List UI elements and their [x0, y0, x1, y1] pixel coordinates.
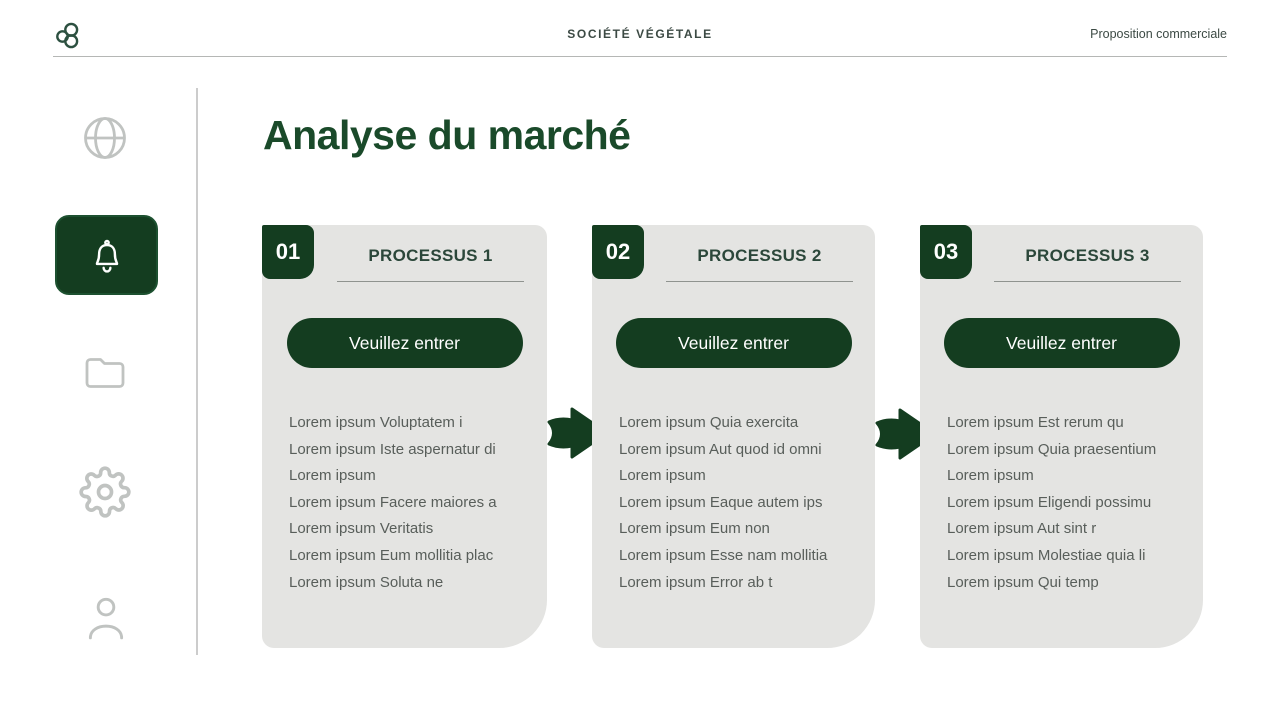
- list-item: Lorem ipsum Quia exercita: [619, 414, 799, 431]
- list-item: Lorem ipsum Eligendi possimu: [947, 493, 1152, 511]
- process-item-list: Lorem ipsum Voluptatem i Lorem ipsum Ist…: [289, 410, 547, 596]
- folder-icon: [81, 349, 129, 397]
- list-item: Lorem ipsum Veritatis: [289, 520, 434, 538]
- list-item: Lorem ipsum Voluptatem i: [289, 414, 463, 431]
- list-item: Lorem ipsum: [289, 467, 376, 485]
- list-item: Lorem ipsum Eum non: [619, 520, 770, 538]
- user-icon: [81, 592, 131, 642]
- list-item: Lorem ipsum Eum mollitia plac: [289, 546, 494, 564]
- process-number-badge: 02: [592, 225, 644, 279]
- document-type-label: Proposition commerciale: [1090, 27, 1227, 41]
- globe-icon: [81, 114, 129, 162]
- header: SOCIÉTÉ VÉGÉTALE Proposition commerciale: [53, 0, 1227, 57]
- list-item: Lorem ipsum: [619, 467, 706, 485]
- process-card-1: 01 PROCESSUS 1 Veuillez entrer Lorem ips…: [262, 225, 547, 648]
- enter-button[interactable]: Veuillez entrer: [615, 318, 852, 368]
- right-arrow-icon: [545, 402, 611, 464]
- title-underline: [337, 281, 524, 282]
- sidebar-item-files[interactable]: [81, 349, 129, 397]
- company-name: SOCIÉTÉ VÉGÉTALE: [567, 27, 713, 41]
- list-item: Lorem ipsum Error ab t: [619, 573, 773, 591]
- list-item: Lorem ipsum Quia praesentium: [947, 440, 1157, 458]
- process-item-list: Lorem ipsum Est rerum qu Lorem ipsum Qui…: [947, 410, 1203, 596]
- process-card-title: PROCESSUS 3: [1025, 246, 1150, 265]
- list-item: Lorem ipsum: [947, 467, 1034, 485]
- process-number-badge: 01: [262, 225, 314, 279]
- sidebar-item-globe[interactable]: [81, 114, 129, 162]
- list-item: Lorem ipsum Eaque autem ips: [619, 493, 823, 511]
- sidebar-item-settings[interactable]: [79, 466, 131, 518]
- process-number-badge: 03: [920, 225, 972, 279]
- sidebar-divider: [196, 88, 198, 655]
- enter-button[interactable]: Veuillez entrer: [286, 318, 523, 368]
- sidebar-item-notifications[interactable]: [55, 215, 158, 295]
- page-title: Analyse du marché: [263, 112, 631, 158]
- process-card-3: 03 PROCESSUS 3 Veuillez entrer Lorem ips…: [920, 225, 1203, 648]
- list-item: Lorem ipsum Qui temp: [947, 573, 1099, 591]
- bell-icon: [88, 236, 126, 274]
- list-item: Lorem ipsum Soluta ne: [289, 573, 444, 591]
- title-underline: [666, 281, 853, 282]
- gear-icon: [79, 466, 131, 518]
- list-item: Lorem ipsum Est rerum qu: [947, 414, 1124, 431]
- list-item: Lorem ipsum Facere maiores a: [289, 493, 497, 511]
- enter-button[interactable]: Veuillez entrer: [943, 318, 1180, 368]
- process-card-2: 02 PROCESSUS 2 Veuillez entrer Lorem ips…: [592, 225, 875, 648]
- triple-circle-logo-icon: [55, 20, 81, 50]
- list-item: Lorem ipsum Esse nam mollitia: [619, 546, 828, 564]
- list-item: Lorem ipsum Aut quod id omni: [619, 440, 822, 458]
- right-arrow-icon: [873, 403, 939, 465]
- list-item: Lorem ipsum Molestiae quia li: [947, 546, 1146, 564]
- process-item-list: Lorem ipsum Quia exercita Lorem ipsum Au…: [619, 410, 875, 596]
- sidebar-item-profile[interactable]: [81, 592, 131, 642]
- list-item: Lorem ipsum Iste aspernatur di: [289, 440, 496, 458]
- list-item: Lorem ipsum Aut sint r: [947, 520, 1097, 538]
- title-underline: [994, 281, 1181, 282]
- process-card-title: PROCESSUS 1: [368, 246, 493, 265]
- process-card-title: PROCESSUS 2: [697, 246, 822, 265]
